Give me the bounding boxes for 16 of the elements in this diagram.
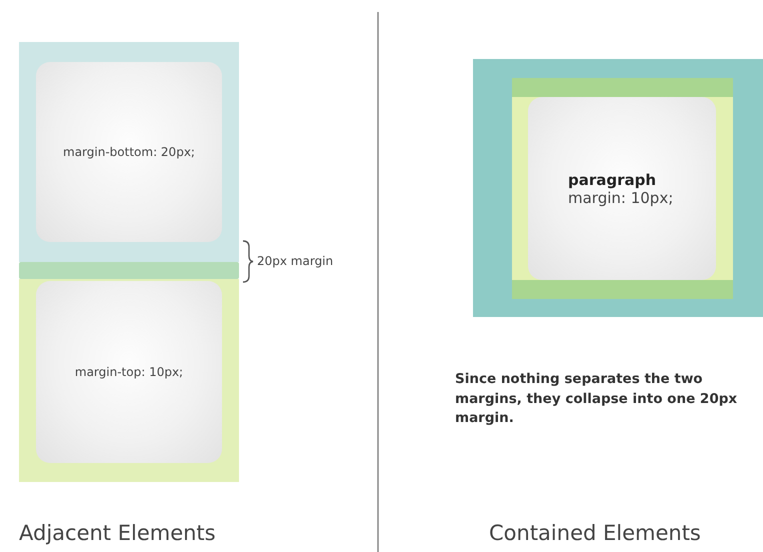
dimension-label: 20px margin (257, 253, 334, 270)
heading-text: paragraph (568, 170, 656, 188)
margin-area (19, 42, 239, 262)
margin-area (19, 279, 239, 482)
css-rule-text: margin-bottom: 20px; (63, 145, 195, 159)
margin-area (473, 59, 763, 317)
content-box (36, 62, 222, 242)
css-rule-text: margin-top: 10px; (74, 365, 184, 379)
section-heading: Adjacent Elements (19, 520, 216, 547)
explanation-text: Since nothing separates the two margins, they collapse into one 20px margin. (455, 370, 738, 428)
section-heading: Contained Elements (489, 520, 701, 547)
css-rule-text: margin: 10px; (568, 188, 674, 206)
margin-area (512, 78, 733, 299)
content-box (36, 281, 222, 463)
collapsed-margin-band (19, 262, 239, 279)
content-box (528, 97, 716, 280)
